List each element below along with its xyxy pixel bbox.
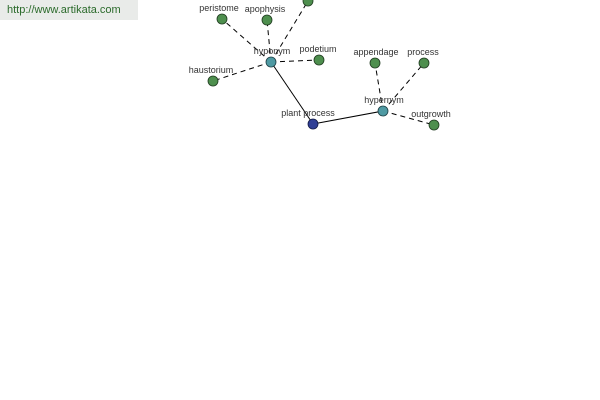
node-peristome[interactable]: [216, 13, 228, 25]
node-haustorium[interactable]: [207, 75, 219, 87]
node-unlabeled[interactable]: [302, 0, 314, 7]
label-hypernym: hypernym: [364, 95, 404, 105]
label-podetium: podetium: [299, 44, 336, 54]
edge-center-hyponym: [270, 61, 314, 125]
node-apophysis[interactable]: [261, 14, 273, 26]
edge-hyponym-peristome: [221, 18, 272, 63]
node-appendage[interactable]: [369, 57, 381, 69]
node-hypernym[interactable]: [377, 105, 389, 117]
edge-hypernym-appendage: [374, 62, 384, 112]
edge-hyponym-unlabeled: [270, 0, 309, 63]
url-text[interactable]: http://www.artikata.com: [7, 4, 121, 16]
node-outgrowth[interactable]: [428, 119, 440, 131]
edge-hyponym-podetium: [270, 59, 320, 63]
edge-hypernym-process: [382, 62, 425, 112]
label-apophysis: apophysis: [245, 4, 286, 14]
node-plant-process[interactable]: [307, 118, 319, 130]
label-appendage: appendage: [353, 47, 398, 57]
label-process: process: [407, 47, 439, 57]
edge-hyponym-apophysis: [266, 19, 272, 63]
label-outgrowth: outgrowth: [411, 109, 451, 119]
label-plant-process: plant process: [281, 108, 335, 118]
node-podetium[interactable]: [313, 54, 325, 66]
edge-center-hypernym: [312, 110, 384, 125]
label-peristome: peristome: [199, 3, 239, 13]
node-hyponym[interactable]: [265, 56, 277, 68]
node-process[interactable]: [418, 57, 430, 69]
url-banner[interactable]: http://www.artikata.com: [0, 0, 138, 20]
edge-hyponym-haustorium: [212, 61, 272, 82]
label-hyponym: hyponym: [254, 46, 291, 56]
label-haustorium: haustorium: [189, 65, 234, 75]
